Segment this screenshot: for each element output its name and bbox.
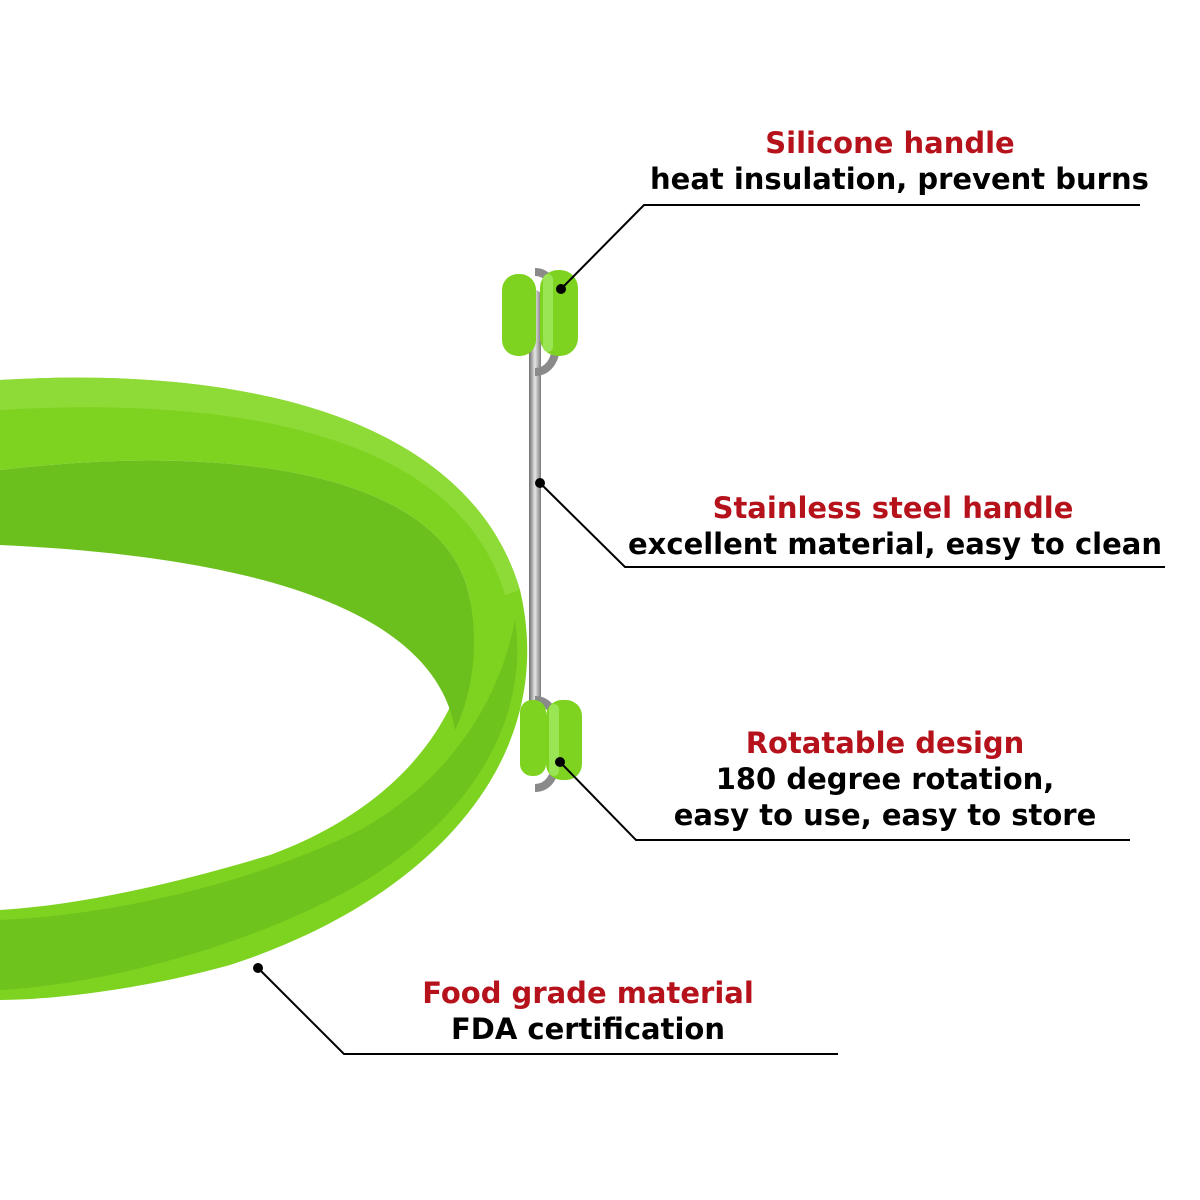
leader-food-grade — [257, 967, 838, 1055]
ring-inner-wall — [0, 460, 475, 730]
silicone-handle-bottom — [520, 700, 582, 780]
callout-stainless-steel-handle: Stainless steel handle excellent materia… — [628, 490, 1162, 562]
callout-description: heat insulation, prevent burns — [650, 161, 1149, 197]
callout-rotatable-design: Rotatable design 180 degree rotation, ea… — [640, 725, 1130, 833]
leader-steel-handle — [540, 483, 1165, 568]
ring-top-rim — [0, 377, 520, 595]
callout-title: Rotatable design — [745, 726, 1025, 760]
ring-band-shadow — [0, 620, 518, 990]
leader-dots — [253, 284, 566, 973]
callout-desc-line: heat insulation, prevent burns — [650, 162, 1149, 196]
callout-food-grade-material: Food grade material FDA certification — [348, 975, 828, 1047]
callout-desc-line: easy to use, easy to store — [673, 798, 1097, 832]
callout-desc-line: excellent material, easy to clean — [628, 527, 1162, 561]
callout-desc-line: 180 degree rotation, — [715, 762, 1055, 796]
leader-rotatable — [559, 761, 1130, 841]
leader-lines — [257, 204, 1165, 1055]
callout-description: FDA certification — [348, 1011, 828, 1047]
callout-title: Food grade material — [422, 976, 754, 1010]
egg-ring-icon — [0, 377, 528, 1000]
callout-description: 180 degree rotation, easy to use, easy t… — [640, 761, 1130, 833]
callout-silicone-handle: Silicone handle heat insulation, prevent… — [650, 125, 1149, 197]
callout-title: Stainless steel handle — [712, 491, 1074, 525]
callout-description: excellent material, easy to clean — [628, 526, 1162, 562]
callout-desc-line: FDA certification — [450, 1012, 725, 1046]
callout-title: Silicone handle — [765, 126, 1015, 160]
leader-silicone-handle — [561, 204, 1140, 289]
silicone-handle-top — [502, 270, 578, 356]
